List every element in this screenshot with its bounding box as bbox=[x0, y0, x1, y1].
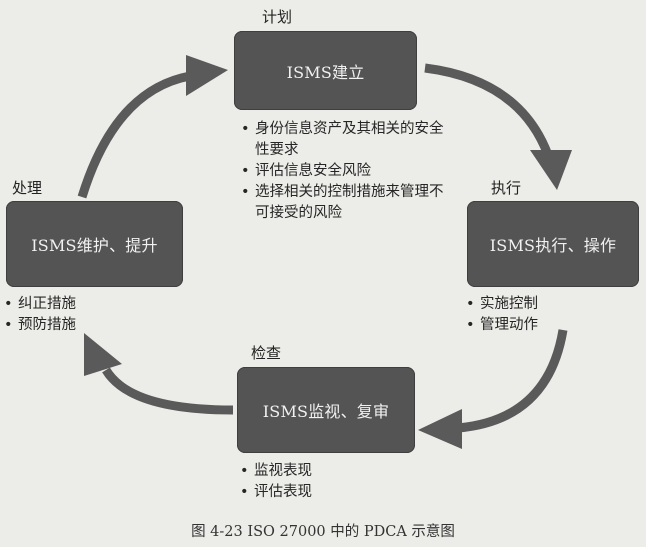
arrow-plan-to-do-icon bbox=[424, 63, 572, 190]
do-bullet-list: 实施控制 管理动作 bbox=[466, 294, 626, 336]
phase-label-act: 处理 bbox=[12, 179, 43, 197]
plan-bullet-1: 身份信息资产及其相关的安全性要求 bbox=[241, 119, 446, 161]
phase-label-do: 执行 bbox=[491, 179, 522, 197]
box-text-plan: ISMS建立 bbox=[286, 62, 365, 82]
arrow-act-to-plan-icon bbox=[77, 55, 228, 199]
check-bullet-1: 监视表现 bbox=[240, 461, 400, 482]
plan-bullet-list: 身份信息资产及其相关的安全性要求 评估信息安全风险 选择相关的控制措施来管理不可… bbox=[241, 119, 446, 224]
act-bullet-list: 纠正措施 预防措施 bbox=[4, 294, 164, 336]
box-text-do: ISMS执行、操作 bbox=[489, 236, 617, 255]
arrow-check-to-act-icon bbox=[84, 333, 234, 415]
box-text-act: ISMS维护、提升 bbox=[31, 236, 158, 255]
do-bullet-1: 实施控制 bbox=[466, 294, 626, 315]
act-bullet-2: 预防措施 bbox=[4, 315, 164, 336]
phase-label-check: 检查 bbox=[251, 344, 282, 362]
box-isms-execute: ISMS执行、操作 bbox=[467, 201, 639, 287]
plan-bullet-2: 评估信息安全风险 bbox=[241, 161, 446, 182]
check-bullet-list: 监视表现 评估表现 bbox=[240, 461, 400, 503]
box-isms-monitor: ISMS监视、复审 bbox=[237, 367, 415, 453]
check-bullet-2: 评估表现 bbox=[240, 482, 400, 503]
plan-bullet-3: 选择相关的控制措施来管理不可接受的风险 bbox=[241, 182, 446, 224]
act-bullet-1: 纠正措施 bbox=[4, 294, 164, 315]
box-isms-maintain: ISMS维护、提升 bbox=[6, 201, 183, 287]
figure-caption: 图 4-23 ISO 27000 中的 PDCA 示意图 bbox=[191, 524, 455, 540]
box-text-check: ISMS监视、复审 bbox=[262, 402, 390, 421]
do-bullet-2: 管理动作 bbox=[466, 315, 626, 336]
arrow-do-to-check-icon bbox=[418, 329, 568, 449]
phase-label-plan: 计划 bbox=[262, 8, 293, 26]
box-isms-establish: ISMS建立 bbox=[234, 31, 417, 110]
